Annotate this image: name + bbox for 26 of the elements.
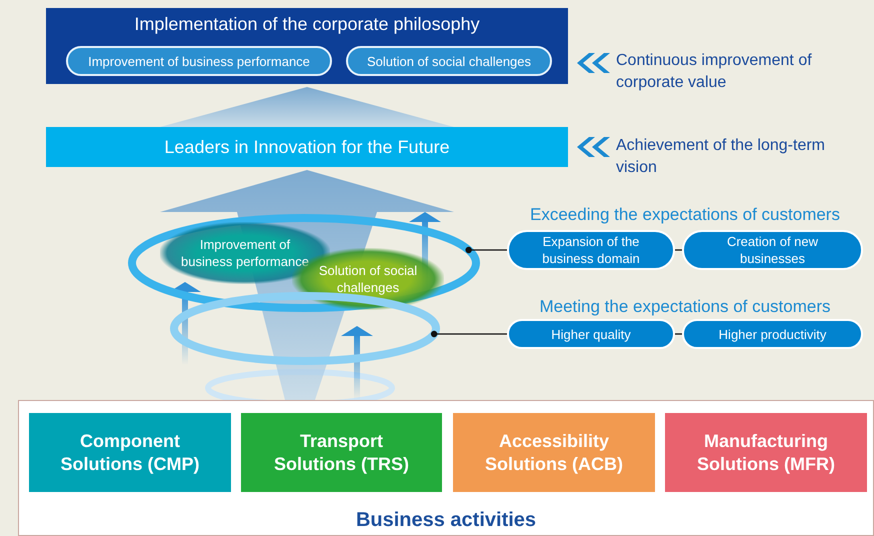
caption-text: Achievement of the long-term vision: [616, 136, 826, 178]
pill: Higher quality: [507, 319, 675, 349]
business-box: Component Solutions (CMP): [29, 413, 231, 492]
block-arrow: [160, 87, 454, 127]
caption-text: Continuous improvement of corporate value: [616, 51, 813, 93]
leader-line: [675, 249, 682, 251]
caption-text: Meeting the expectations of customers: [538, 296, 832, 318]
business-box: Manufacturing Solutions (MFR): [665, 413, 867, 492]
business-activities-panel: [18, 400, 874, 536]
caption-text: Exceeding the expectations of customers: [529, 204, 841, 226]
pill: Higher productivity: [682, 319, 863, 349]
section-title: Business activities: [356, 512, 536, 529]
philosophy-box: [46, 8, 568, 84]
heading: Implementation of the corporate philosophy: [134, 16, 480, 33]
business-box: Transport Solutions (TRS): [241, 413, 442, 492]
leader-line: [430, 330, 507, 338]
leader-line: [465, 246, 507, 254]
vision-bar: Leaders in Innovation for the Future: [46, 127, 568, 167]
ring-ellipse: [128, 214, 480, 312]
leader-line: [675, 333, 682, 335]
pill: Creation of new businesses: [682, 230, 863, 270]
business-box: Accessibility Solutions (ACB): [453, 413, 655, 492]
pill: Solution of social challenges: [346, 46, 552, 76]
pill: Expansion of the business domain: [507, 230, 675, 270]
pill: Improvement of business performance: [66, 46, 332, 76]
block-arrow: [160, 170, 454, 400]
